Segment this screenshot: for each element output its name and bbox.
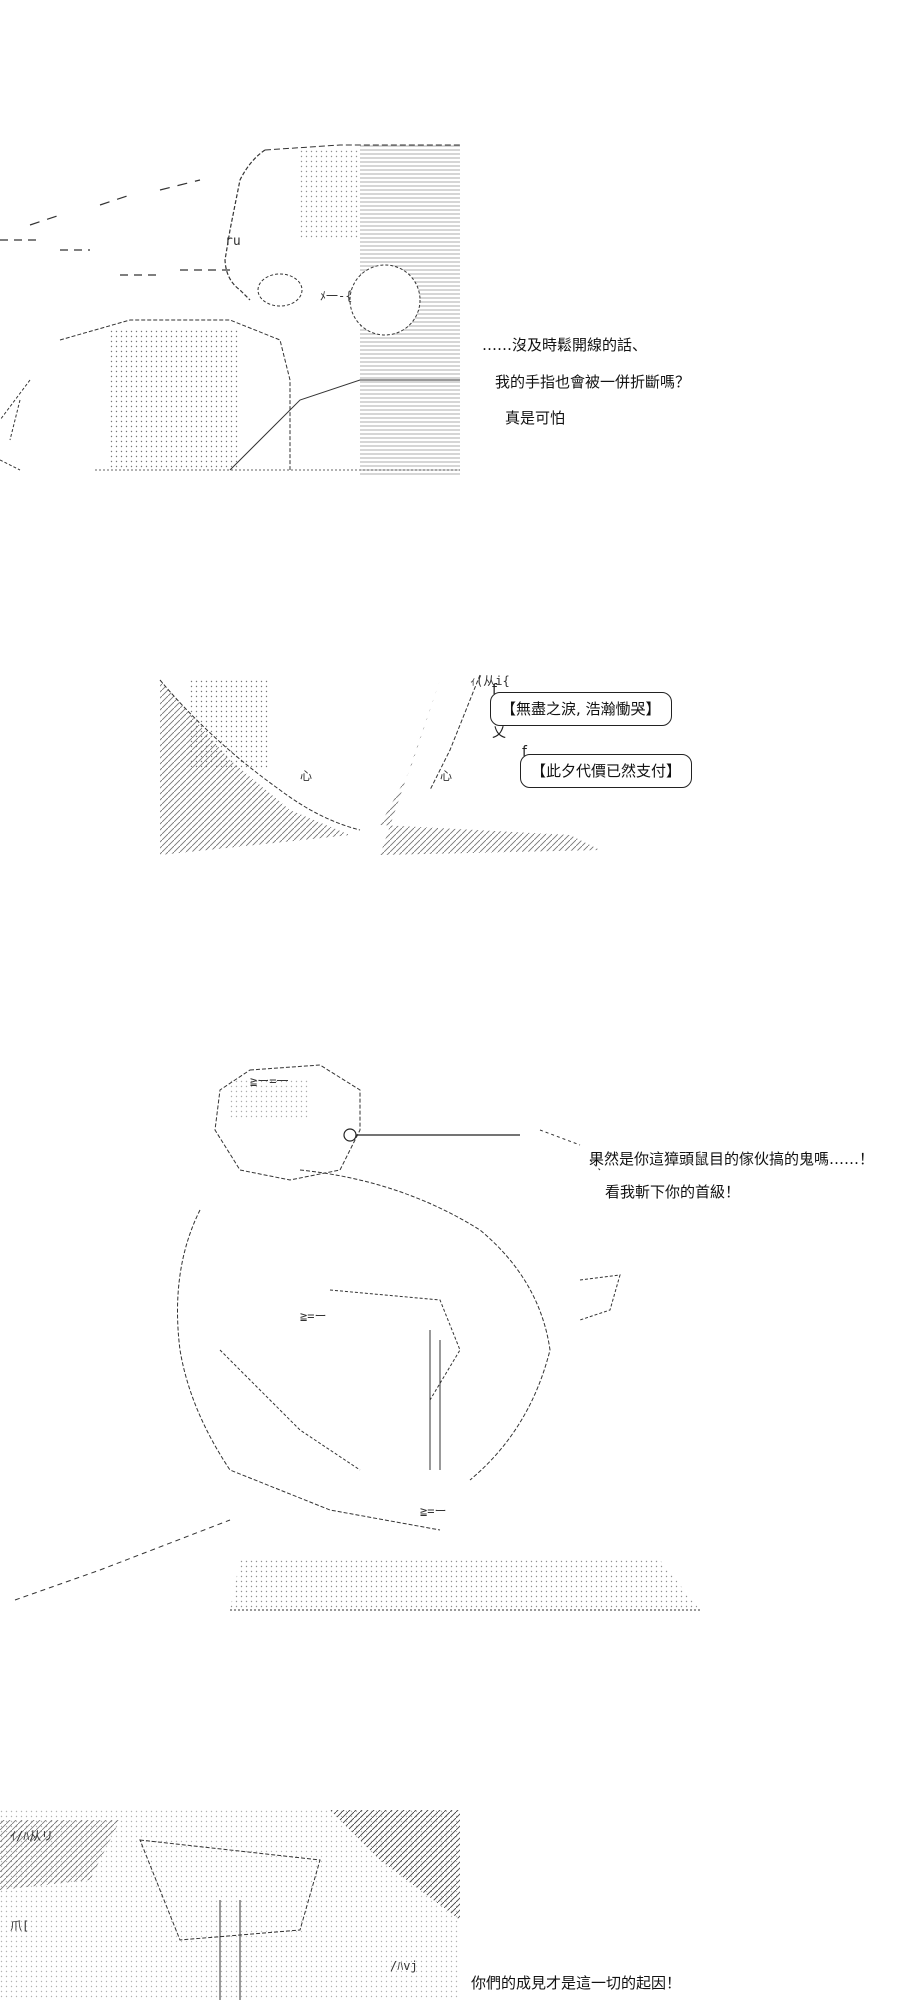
caption-accusation: 果然是你這獐頭鼠目的傢伙搞的鬼嗎……！ bbox=[589, 1150, 875, 1168]
speech-bubble-1-text: 【無盡之淚, 浩瀚慟哭】 bbox=[501, 700, 661, 718]
bubble-1-tail-mark-2: 乂 bbox=[492, 725, 506, 741]
ascii-art-swordsman: ≧ー=一 ≧=ー ≧=ー bbox=[14, 1064, 700, 1611]
ascii-art-sniper-figure: ru ﾒ一-{ bbox=[0, 144, 460, 475]
svg-text:≧ー=一: ≧ー=一 bbox=[250, 1074, 288, 1088]
svg-text:ｲ/ﾊ从リ: ｲ/ﾊ从リ bbox=[10, 1829, 53, 1843]
caption-accusation-prejudice: 你們的成見才是這一切的起因！ bbox=[471, 1974, 682, 1992]
caption-line-3: 真是可怕 bbox=[505, 409, 566, 427]
svg-text:ｨ(从i{: ｨ(从i{ bbox=[470, 674, 510, 688]
panel-1: ru ﾒ一-{ ……沒及時鬆開線的話、 我的手指也會被一併折斷嗎？ 真是可怕 bbox=[0, 0, 906, 500]
caption-line-2: 我的手指也會被一併折斷嗎？ bbox=[495, 373, 691, 391]
bubble-1-tail-mark: f bbox=[492, 682, 497, 698]
svg-text:爪[: 爪[ bbox=[10, 1919, 29, 1933]
speech-bubble-1: 【無盡之淚, 浩瀚慟哭】 bbox=[490, 692, 672, 726]
svg-text:ﾒ一-{: ﾒ一-{ bbox=[320, 289, 352, 303]
caption-line-1: ……沒及時鬆開線的話、 bbox=[482, 336, 648, 354]
svg-text:心: 心 bbox=[440, 769, 452, 783]
svg-text:心: 心 bbox=[300, 769, 312, 783]
ascii-art-feathered-wings: ｨ(从i{ 心 心 bbox=[159, 674, 600, 855]
caption-threat: 看我斬下你的首級！ bbox=[605, 1183, 741, 1201]
speech-bubble-2-text: 【此夕代價已然支付】 bbox=[531, 762, 682, 780]
svg-text:/ﾊvj: /ﾊvj bbox=[390, 1959, 418, 1973]
svg-text:ru: ru bbox=[225, 234, 241, 249]
panel-3: ≧ー=一 ≧=ー ≧=ー 果然是你這獐頭鼠目的傢伙搞的鬼嗎……！ 看我斬下你的首… bbox=[0, 1050, 906, 1630]
svg-text:≧=ー: ≧=ー bbox=[420, 1504, 446, 1518]
panel-4: ｲ/ﾊ从リ 爪[ /ﾊvj 你們的成見才是這一切的起因！ bbox=[0, 1800, 906, 2000]
bubble-2-tail-mark: f bbox=[522, 744, 527, 760]
svg-text:≧=ー: ≧=ー bbox=[300, 1309, 326, 1323]
panel-2: ｨ(从i{ 心 心 【無盡之淚, 浩瀚慟哭】 f 乂 【此夕代價已然支付】 f bbox=[0, 660, 906, 880]
ascii-art-dense-crowd: ｲ/ﾊ从リ 爪[ /ﾊvj bbox=[0, 1810, 460, 2000]
speech-bubble-2: 【此夕代價已然支付】 bbox=[520, 754, 693, 788]
